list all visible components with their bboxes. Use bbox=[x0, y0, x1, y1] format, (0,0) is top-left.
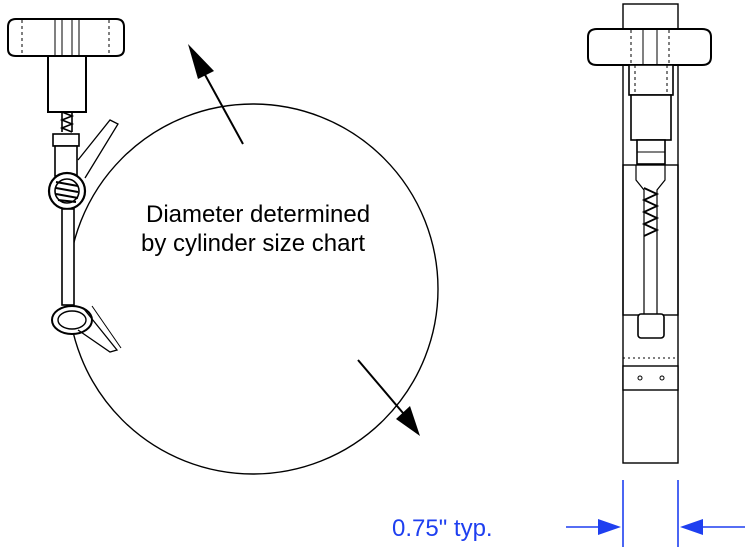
diameter-label-line2: by cylinder size chart bbox=[141, 230, 365, 257]
width-dimension: 0.75" typ. bbox=[392, 480, 745, 547]
t-handle-knob bbox=[7, 18, 125, 57]
dim-arrowhead-right bbox=[680, 519, 703, 535]
edge-knob bbox=[587, 28, 712, 66]
diameter-arrow-upper bbox=[188, 44, 244, 145]
trunnion-spring bbox=[47, 171, 87, 211]
dim-arrowhead-left bbox=[598, 519, 621, 535]
clamp-edge-view bbox=[587, 3, 712, 464]
lower-latch bbox=[51, 305, 122, 353]
handle-stem bbox=[47, 55, 87, 113]
threaded-rod bbox=[59, 111, 75, 133]
band-circle bbox=[67, 103, 439, 475]
band-strap-upper bbox=[77, 119, 119, 179]
dimension-label: 0.75" typ. bbox=[392, 515, 493, 542]
band-clamp-side-view bbox=[7, 18, 439, 475]
link-block bbox=[52, 133, 80, 147]
connecting-bar bbox=[61, 208, 75, 306]
edge-coil-spring bbox=[641, 187, 660, 237]
diameter-arrow-lower bbox=[357, 359, 420, 436]
diameter-label-line1: Diameter determined bbox=[146, 201, 370, 228]
